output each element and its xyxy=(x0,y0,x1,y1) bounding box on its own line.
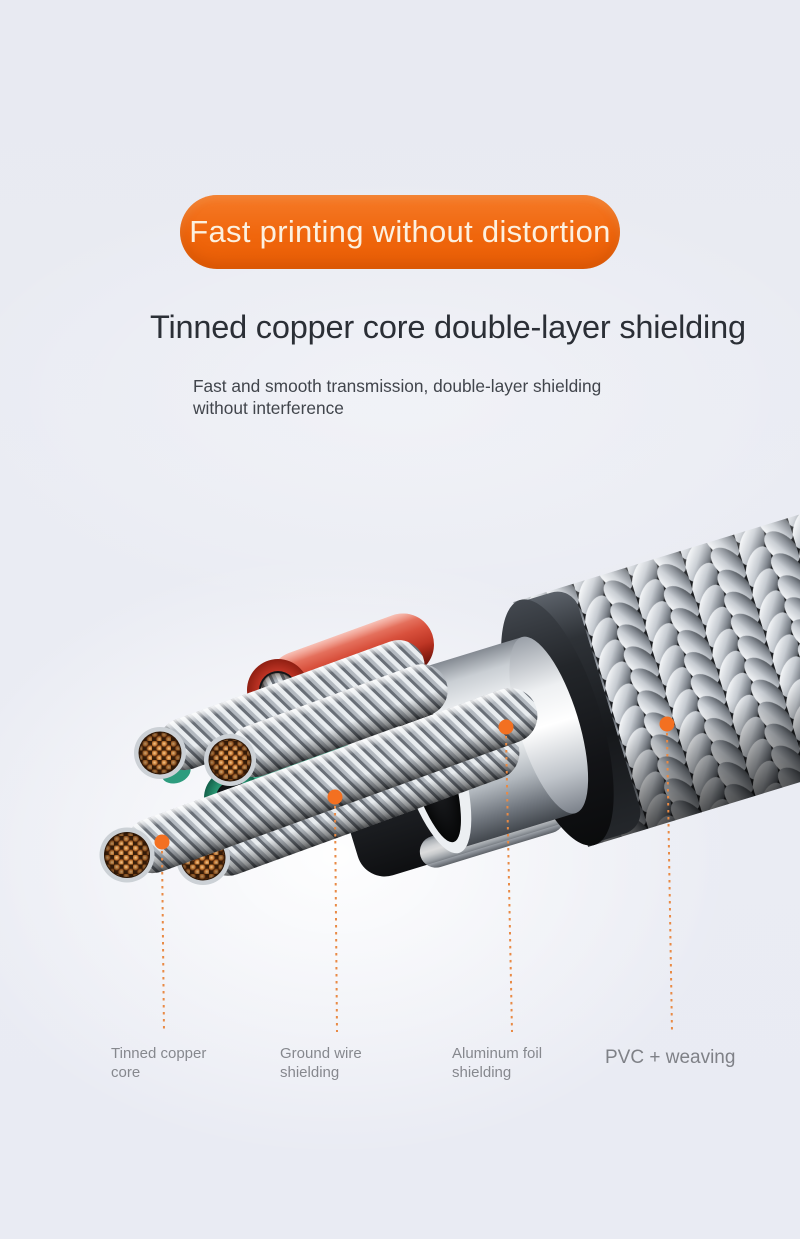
cable-body xyxy=(99,490,800,885)
dot-ground-wire-shielding xyxy=(327,789,343,805)
leader-line-2 xyxy=(334,805,338,1033)
callout-label-ground-wire-shielding: Ground wire shielding xyxy=(280,1045,362,1081)
callout-label-tinned-copper-core: Tinned copper core xyxy=(111,1045,207,1081)
copper-core-1 xyxy=(139,732,181,774)
dot-tinned-copper-core xyxy=(154,834,170,850)
callout-dots xyxy=(154,716,675,850)
dot-aluminum-foil-shielding xyxy=(498,719,514,735)
subtitle-line-2: without interference xyxy=(193,398,344,418)
aluminum-foil-cap xyxy=(509,636,589,814)
copper-core-3 xyxy=(105,833,149,877)
promo-banner-label: Fast printing without distortion xyxy=(189,214,611,249)
promo-banner: Fast printing without distortion xyxy=(180,195,620,269)
shielded-wire-2 xyxy=(204,664,448,786)
leader-line-1 xyxy=(161,850,165,1033)
copper-core-2 xyxy=(209,739,251,781)
subtitle-line-1: Fast and smooth transmission, double-lay… xyxy=(193,376,602,396)
shielded-wire-3 xyxy=(99,688,538,883)
leader-line-3 xyxy=(505,735,513,1033)
dot-pvc-weaving xyxy=(659,716,675,732)
page-subtitle: Fast and smooth transmission, double-lay… xyxy=(193,375,601,419)
callout-label-aluminum-foil-shielding: Aluminum foil shielding xyxy=(452,1045,543,1081)
callout-markers xyxy=(161,732,673,1033)
leader-line-4 xyxy=(666,732,673,1033)
page-title: Tinned copper core double-layer shieldin… xyxy=(150,309,746,345)
callout-label-pvc-weaving: PVC + weaving xyxy=(605,1047,736,1068)
